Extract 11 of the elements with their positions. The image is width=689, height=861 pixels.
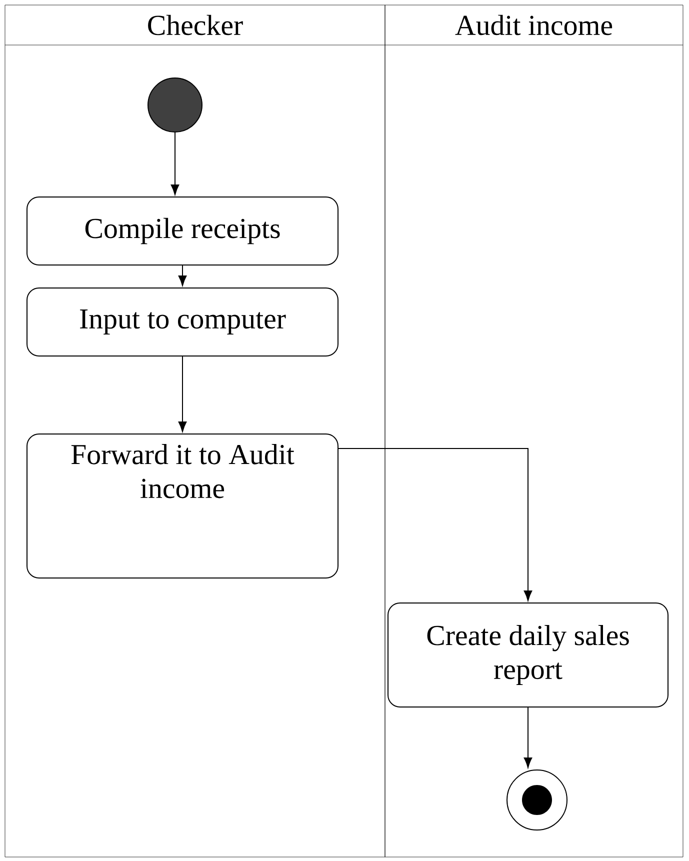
activity-box: Input to computer bbox=[26, 288, 338, 356]
arrow bbox=[178, 356, 187, 432]
start-node bbox=[148, 78, 202, 132]
arrow bbox=[170, 132, 180, 195]
arrow bbox=[524, 707, 532, 768]
arrow bbox=[178, 265, 187, 286]
activity-box: Create daily sales report bbox=[388, 602, 668, 708]
arrow bbox=[338, 448, 532, 601]
activity-box: Forward it to Audit income bbox=[26, 434, 338, 578]
end-node bbox=[506, 770, 568, 830]
activity-box: Compile receipts bbox=[26, 196, 338, 266]
